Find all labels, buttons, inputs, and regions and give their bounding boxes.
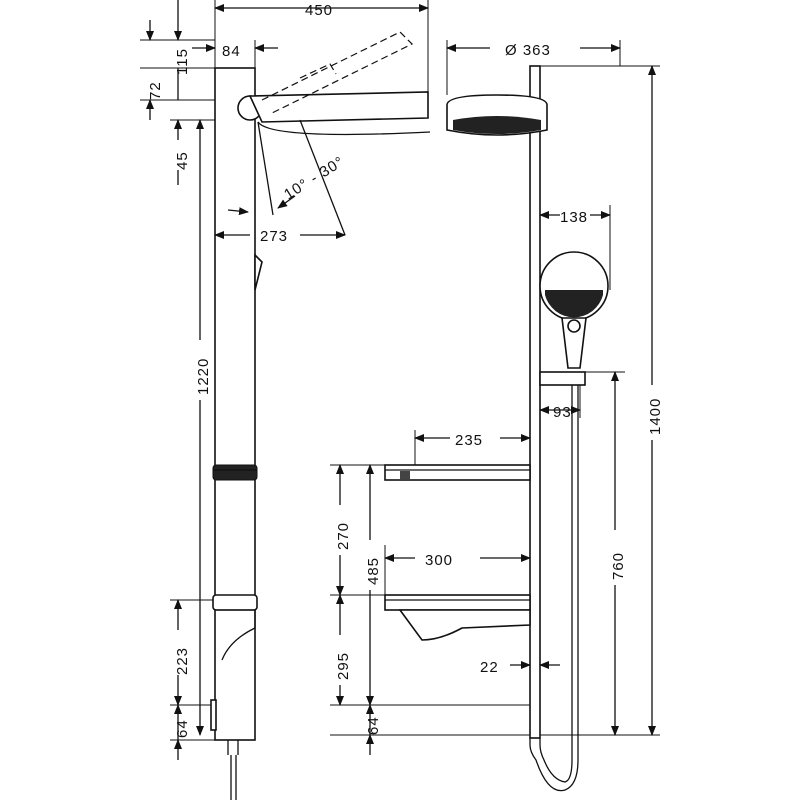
hand-shower-handle bbox=[561, 317, 587, 369]
front-view: Ø 363 1400 138 760 93 bbox=[330, 40, 664, 792]
dim-label-115: 115 bbox=[174, 48, 191, 75]
dim-label-22: 22 bbox=[480, 659, 499, 676]
dim-label-235: 235 bbox=[455, 432, 483, 449]
dim-label-295: 295 bbox=[335, 652, 352, 680]
shower-arm-side bbox=[248, 91, 429, 123]
handshower-holder-side bbox=[254, 253, 263, 291]
shower-column-side bbox=[214, 67, 256, 741]
dim-label-270: 270 bbox=[335, 522, 352, 550]
spray-nozzles bbox=[453, 116, 541, 134]
shelf-clamp-lower bbox=[212, 594, 258, 611]
dim-label-head-diameter: Ø 363 bbox=[505, 42, 551, 59]
dim-label-450: 450 bbox=[305, 2, 333, 19]
shower-pipe-front bbox=[529, 65, 541, 739]
dim-label-223: 223 bbox=[174, 647, 191, 675]
dim-label-760: 760 bbox=[610, 552, 627, 580]
dim-label-138: 138 bbox=[560, 209, 588, 226]
shelf-upper bbox=[384, 464, 531, 481]
shelf-lower-tray bbox=[398, 609, 531, 641]
shelf-clamp-upper bbox=[212, 464, 258, 481]
handshower-holder bbox=[539, 371, 586, 386]
dim-label-93: 93 bbox=[553, 404, 572, 421]
dim-label-72: 72 bbox=[147, 81, 164, 100]
dim-label-angle: 10° - 30° bbox=[281, 153, 347, 203]
dim-label-64-right: 64 bbox=[365, 716, 382, 735]
dim-label-485: 485 bbox=[365, 557, 382, 585]
dim-label-300: 300 bbox=[425, 552, 453, 569]
dim-label-45: 45 bbox=[174, 151, 191, 170]
shelf-lower bbox=[384, 594, 531, 611]
dim-label-1220: 1220 bbox=[195, 358, 212, 395]
side-view: 450 84 115 72 45 1220 223 64 bbox=[140, 0, 431, 800]
dim-label-1400: 1400 bbox=[647, 398, 664, 435]
dim-label-84: 84 bbox=[222, 43, 241, 60]
shower-hose bbox=[529, 385, 579, 792]
dim-label-273: 273 bbox=[260, 228, 288, 245]
dim-label-64-left: 64 bbox=[174, 719, 191, 738]
hose-side bbox=[227, 740, 239, 800]
